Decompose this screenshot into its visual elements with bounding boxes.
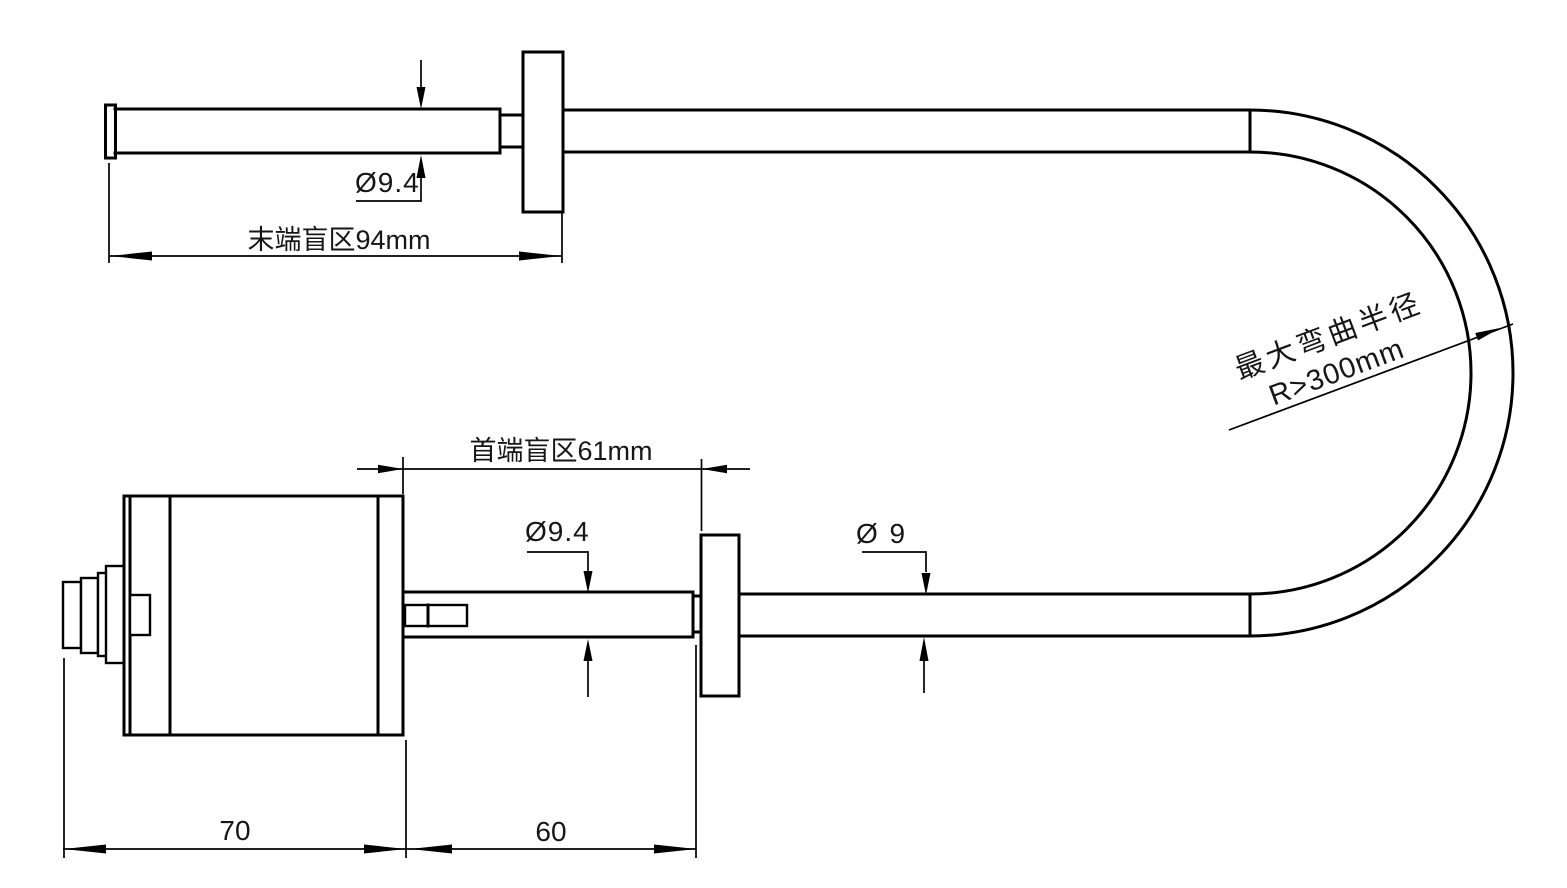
end-tube-neck [498, 113, 525, 149]
dim-94-arrow-right [519, 251, 561, 261]
bottom-view-sensor [61, 494, 1252, 737]
dim-dia-top-lower-arrow [416, 155, 426, 178]
dim-61-arrow-right [702, 464, 727, 474]
connector-step-4 [61, 580, 83, 650]
dimensions [63, 60, 1514, 858]
end-tube-diameter-label: Ø9.4 [355, 167, 420, 198]
front-blind-zone-label: 首端盲区61mm [469, 436, 653, 466]
dim-61-extension-lines [402, 457, 703, 531]
end-flange [521, 50, 565, 214]
dim-61-arrow-left [378, 464, 403, 474]
bend-section [1248, 108, 1515, 638]
dim-dia-probe-leader [527, 551, 589, 571]
bend-outer-arc [1248, 108, 1515, 638]
dim-70-arrow-left [64, 844, 106, 854]
bottom-flex-tube [737, 592, 1252, 638]
sensor-head-body [122, 494, 405, 737]
probe-tube-outline [401, 590, 695, 639]
tube-key-slot [403, 603, 469, 628]
connector-step-3 [79, 576, 100, 655]
end-blind-zone-label: 末端盲区94mm [247, 225, 431, 255]
dim-dia-top-upper-arrow [416, 87, 426, 109]
dim-radius-leader [1228, 323, 1514, 431]
tube-section-length-label: 60 [535, 816, 567, 847]
dim-dia-flex-lower-arrow [919, 637, 929, 661]
dim-dia-probe-lower-arrow [583, 639, 593, 661]
probe-diameter-label: Ø9.4 [525, 516, 590, 547]
end-tube-outline [113, 107, 502, 155]
top-flex-tube [561, 108, 1252, 154]
dim-dia-top-leader [356, 177, 422, 202]
end-cap [104, 103, 117, 160]
dim-dia-flex-leader [862, 551, 927, 572]
dim-70-arrow-right [364, 844, 406, 854]
bend-inner-arc [1248, 150, 1473, 596]
dim-60-arrow-right [654, 844, 696, 854]
connector-step-1 [104, 564, 126, 665]
dim-dia-probe-upper-arrow [583, 571, 593, 593]
head-length-label: 70 [219, 815, 251, 846]
connector-boss [128, 593, 152, 637]
dim-70-60-extension-lines [63, 645, 697, 858]
dim-60-arrow-left [410, 844, 452, 854]
dim-radius-arrow [1475, 328, 1500, 341]
flex-diameter-label: Ø 9 [856, 518, 908, 549]
top-view-probe [104, 50, 1252, 214]
dim-94-arrow-left [110, 251, 152, 261]
dim-dia-flex-upper-arrow [921, 573, 931, 595]
mounting-flange [699, 533, 741, 698]
dim-94-extension-lines [108, 163, 563, 263]
